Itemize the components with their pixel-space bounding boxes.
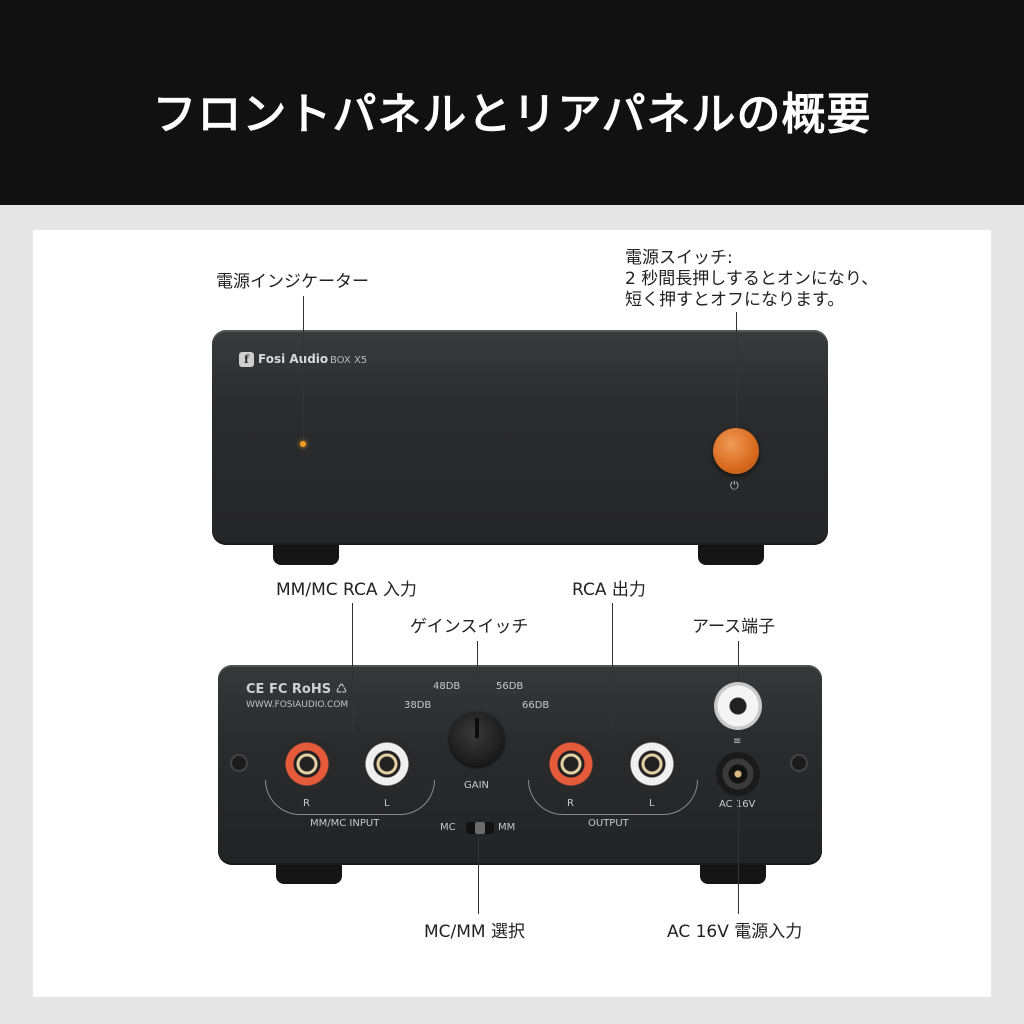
- callout-power-switch-1: 電源スイッチ:: [625, 248, 733, 268]
- callout-rca-input: MM/MC RCA 入力: [276, 580, 417, 600]
- rear-foot-left: [276, 862, 342, 884]
- leader-line-ground: [738, 641, 739, 682]
- gain-48db: 48DB: [433, 681, 461, 692]
- page-title: フロントパネルとリアパネルの概要: [152, 89, 872, 140]
- leader-line-indicator: [303, 296, 304, 438]
- screw-left: [230, 754, 248, 772]
- brand-name: Fosi Audio: [258, 352, 329, 366]
- leader-line-input: [352, 603, 353, 733]
- output-group-label: OUTPUT: [588, 818, 629, 829]
- ac-power-jack[interactable]: [716, 752, 760, 796]
- gain-38db: 38DB: [404, 700, 432, 711]
- power-icon: ⏻: [730, 479, 739, 492]
- ground-symbol-icon: ≡: [733, 736, 742, 747]
- switch-label-mm: MM: [498, 822, 516, 833]
- header-banner: フロントパネルとリアパネルの概要: [0, 0, 1024, 205]
- leader-line-power: [736, 312, 737, 428]
- website-url: WWW.FOSIAUDIO.COM: [246, 700, 349, 710]
- rear-foot-right: [700, 862, 766, 884]
- leader-line-mc-mm: [478, 834, 479, 914]
- callout-indicator: 電源インジケーター: [216, 272, 369, 292]
- certification-marks: CE FC RoHS ♺: [246, 682, 348, 697]
- leader-line-gain: [477, 641, 478, 713]
- input-group-label: MM/MC INPUT: [310, 818, 380, 829]
- gain-66db: 66DB: [522, 700, 550, 711]
- input-arc: [265, 780, 435, 815]
- front-foot-right: [698, 543, 764, 565]
- power-button[interactable]: [713, 428, 759, 474]
- gain-knob[interactable]: [450, 712, 504, 766]
- gain-label: GAIN: [464, 780, 490, 791]
- power-indicator-led: [300, 441, 306, 447]
- gain-knob-indicator: [475, 718, 479, 738]
- callout-power-switch-3: 短く押すとオフになります。: [625, 290, 845, 310]
- callout-ground: アース端子: [692, 617, 776, 637]
- callout-mc-mm-select: MC/MM 選択: [424, 922, 526, 942]
- model-name: BOX X5: [330, 355, 368, 366]
- mc-mm-switch-knob[interactable]: [475, 822, 485, 834]
- mc-mm-switch[interactable]: [466, 822, 494, 834]
- brand-logo-icon: f: [239, 352, 254, 367]
- leader-line-output: [612, 603, 613, 733]
- callout-ac-input: AC 16V 電源入力: [667, 922, 803, 942]
- gain-56db: 56DB: [496, 681, 524, 692]
- ground-terminal[interactable]: [714, 682, 762, 730]
- callout-rca-output: RCA 出力: [572, 580, 646, 600]
- leader-line-ac: [738, 796, 739, 914]
- callout-gain-switch: ゲインスイッチ: [410, 617, 529, 637]
- ac-label: AC 16V: [719, 799, 756, 810]
- switch-label-mc: MC: [440, 822, 456, 833]
- callout-power-switch-2: 2 秒間長押しするとオンになり、: [625, 269, 879, 289]
- screw-right: [790, 754, 808, 772]
- output-arc: [528, 780, 698, 815]
- front-foot-left: [273, 543, 339, 565]
